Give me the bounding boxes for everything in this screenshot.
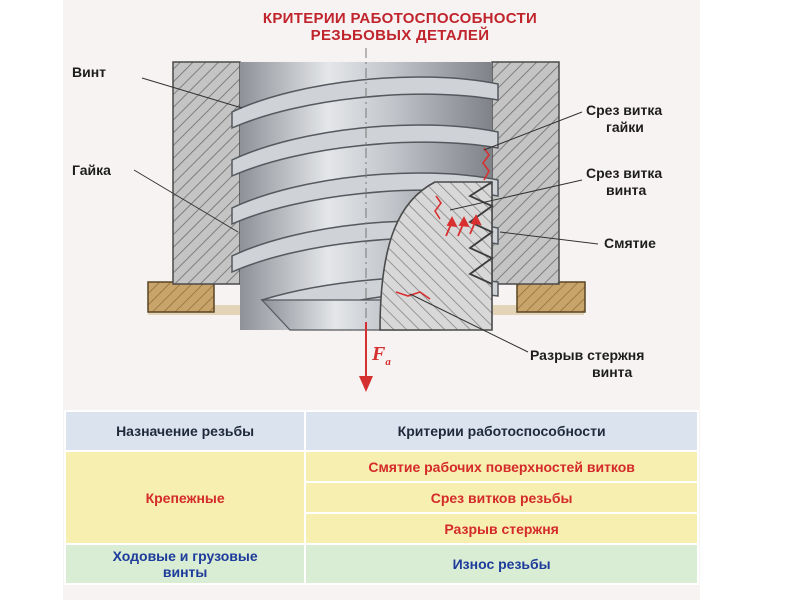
force-subscript: a <box>385 356 391 368</box>
label-nut-thread-shear-line1: Срез витка <box>586 102 663 118</box>
criteria-table: Назначение резьбы Критерии работоспособн… <box>63 410 699 585</box>
cell-criterion-crushing: Смятие рабочих поверхностей витков <box>304 450 699 483</box>
thread-profile <box>468 181 494 285</box>
label-crushing: Смятие <box>604 235 656 251</box>
force-arrow-head <box>359 376 373 392</box>
leader-lines <box>133 77 599 353</box>
nut-right-section <box>491 61 560 285</box>
cell-running-screws-line1: Ходовые и грузовые <box>112 548 258 564</box>
label-rod-rupture-line1: Разрыв стержня <box>530 347 645 363</box>
failure-marks <box>395 147 490 300</box>
diagram-title-line1: КРИТЕРИИ РАБОТОСПОСОБНОСТИ <box>262 10 538 27</box>
cell-running-screws-line2: винты <box>162 564 208 580</box>
label-rod-rupture-line2: винта <box>592 364 633 380</box>
threaded-joint-diagram <box>133 48 599 392</box>
table-row: Крепежные Смятие рабочих поверхностей ви… <box>63 450 699 545</box>
label-screw-thread-shear-line1: Срез витка <box>586 165 663 181</box>
table-header-row: Назначение резьбы Критерии работоспособн… <box>63 410 699 452</box>
cell-running-screws: Ходовые и грузовые винты <box>63 543 307 585</box>
cell-criterion-rod-rupture: Разрыв стержня <box>304 512 699 545</box>
cell-fastening: Крепежные <box>63 450 307 545</box>
force-symbol: F <box>372 343 386 365</box>
washer-right <box>516 281 586 313</box>
label-screw-thread-shear: Срез витка винта <box>586 165 662 199</box>
washer-left <box>147 281 215 313</box>
table-row: Разрыв стержня <box>65 512 699 545</box>
bearing-pressure-arrows <box>445 214 482 237</box>
cell-criterion-thread-shear: Срез витков резьбы <box>304 481 699 514</box>
label-screw: Винт <box>72 64 107 80</box>
header-criteria: Критерии работоспособности <box>304 410 699 452</box>
nut-left-section <box>172 61 241 285</box>
label-screw-thread-shear-line2: винта <box>606 182 647 198</box>
header-thread-purpose: Назначение резьбы <box>63 410 307 452</box>
label-nut: Гайка <box>72 162 111 178</box>
diagram-title-line2: РЕЗЬБОВЫХ ДЕТАЛЕЙ <box>310 27 490 44</box>
table-row: Ходовые и грузовые винты Износ резьбы <box>63 543 699 585</box>
label-rod-rupture: Разрыв стержня винта <box>530 347 644 381</box>
table-row: Срез витков резьбы <box>65 481 699 514</box>
label-nut-thread-shear-line2: гайки <box>606 119 644 135</box>
axial-force-label: Fa <box>372 343 391 368</box>
cell-criterion-wear: Износ резьбы <box>304 543 699 585</box>
label-nut-thread-shear: Срез витка гайки <box>586 102 662 136</box>
